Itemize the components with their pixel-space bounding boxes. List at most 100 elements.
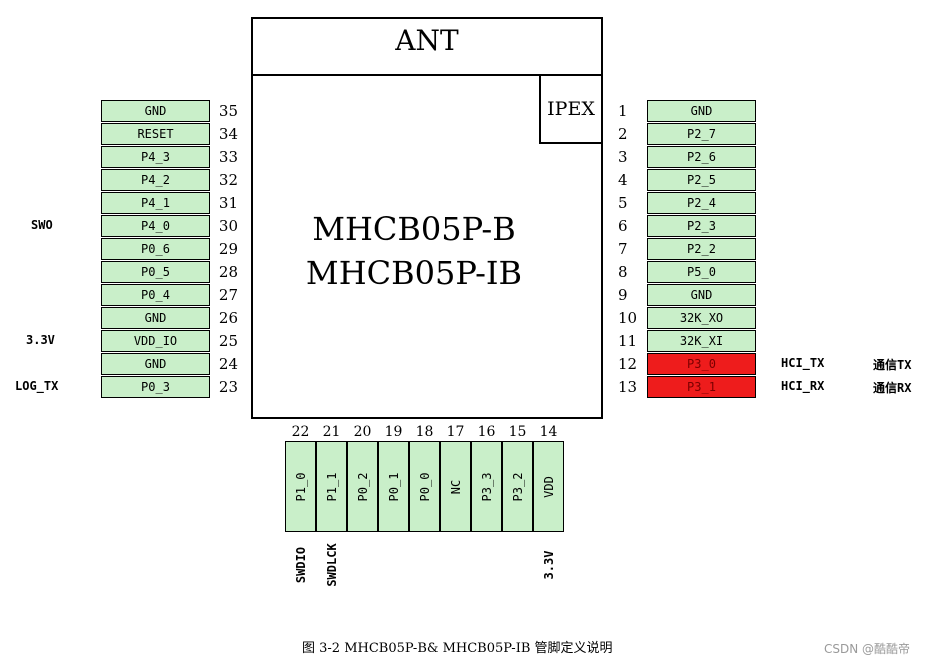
pin-number: 31	[218, 194, 238, 212]
pin-number: 14	[539, 424, 558, 440]
pin-label: P0_3	[101, 376, 210, 398]
pin-number: 18	[415, 424, 434, 440]
pin-label-text: VDD	[541, 475, 556, 498]
pin-label: 32K_XO	[647, 307, 756, 329]
pin-label: NC	[440, 441, 471, 532]
pin-number: 8	[618, 263, 628, 281]
pin-number: 5	[618, 194, 628, 212]
pin-number: 30	[218, 217, 238, 235]
pin-label: P3_3	[471, 441, 502, 532]
pin-label: VDD_IO	[101, 330, 210, 352]
pin-number: 9	[618, 286, 628, 304]
pin-label: P3_1	[647, 376, 756, 398]
pin-number: 28	[218, 263, 238, 281]
pin-number: 22	[291, 424, 310, 440]
pin-label: P0_2	[347, 441, 378, 532]
pin-note: 3.3V	[533, 537, 564, 593]
pin-number: 23	[218, 378, 238, 396]
watermark: CSDN @酷酷帝	[824, 642, 911, 656]
pin-label-text: P0_0	[417, 472, 432, 501]
pin-note: HCI_RX	[781, 379, 825, 393]
pin-note-cn: 通信TX	[873, 358, 912, 372]
pin-label: P4_0	[101, 215, 210, 237]
pin-label: P1_1	[316, 441, 347, 532]
pin-label: P0_6	[101, 238, 210, 260]
pin-number: 35	[218, 102, 238, 120]
pin-number: 32	[218, 171, 238, 189]
pin-number: 27	[218, 286, 238, 304]
pin-note: HCI_TX	[781, 356, 825, 370]
pin-label: P0_1	[378, 441, 409, 532]
pin-number: 2	[618, 125, 628, 143]
ipex-label: IPEX	[547, 98, 595, 120]
pin-label-text: NC	[448, 479, 463, 494]
pin-note-cn: 通信RX	[873, 381, 912, 395]
pin-label-text: P3_3	[479, 472, 494, 501]
pin-label: P4_2	[101, 169, 210, 191]
figure-caption: 图 3-2 MHCB05P-B& MHCB05P-IB 管脚定义说明	[302, 641, 613, 656]
pin-number: 4	[618, 171, 628, 189]
pin-number: 19	[384, 424, 403, 440]
pin-label: P2_6	[647, 146, 756, 168]
antenna-divider	[251, 74, 603, 76]
pin-number: 29	[218, 240, 238, 258]
pin-label: GND	[101, 307, 210, 329]
pin-number: 16	[477, 424, 496, 440]
pin-note: SWO	[31, 218, 53, 232]
pin-label-text: P0_1	[386, 472, 401, 501]
pin-number: 11	[618, 332, 638, 350]
pin-label: P0_4	[101, 284, 210, 306]
pin-label: P2_5	[647, 169, 756, 191]
pin-number: 20	[353, 424, 372, 440]
pin-label-text: P0_2	[355, 472, 370, 501]
pin-label: RESET	[101, 123, 210, 145]
module-name-line1: MHCB05P-B	[312, 210, 516, 248]
pin-label-text: P3_2	[510, 472, 525, 501]
pin-number: 26	[218, 309, 238, 327]
pin-label: P0_0	[409, 441, 440, 532]
ipex-connector: IPEX	[539, 74, 603, 144]
pin-number: 6	[618, 217, 628, 235]
pin-label-text: P1_1	[324, 472, 339, 501]
pin-number: 15	[508, 424, 527, 440]
pin-number: 33	[218, 148, 238, 166]
pin-label: GND	[647, 100, 756, 122]
pin-label: P2_4	[647, 192, 756, 214]
pin-number: 25	[218, 332, 238, 350]
pin-label: P3_2	[502, 441, 533, 532]
pin-label: P5_0	[647, 261, 756, 283]
pin-label: P2_2	[647, 238, 756, 260]
pin-note: LOG_TX	[15, 379, 59, 393]
pin-label: P4_3	[101, 146, 210, 168]
pin-number: 34	[218, 125, 238, 143]
pin-note: 3.3V	[26, 333, 55, 347]
pin-label: P0_5	[101, 261, 210, 283]
pin-label: 32K_XI	[647, 330, 756, 352]
antenna-label: ANT	[395, 24, 459, 57]
pin-number: 13	[618, 378, 638, 396]
pin-label: GND	[101, 353, 210, 375]
pin-note: SWDLCK	[316, 537, 347, 593]
pin-note-text: SWDLCK	[324, 543, 339, 587]
pin-label: GND	[647, 284, 756, 306]
pin-label-text: P1_0	[293, 472, 308, 501]
pin-note: SWDIO	[285, 537, 316, 593]
pin-number: 1	[618, 102, 628, 120]
pin-number: 24	[218, 355, 238, 373]
pin-number: 3	[618, 148, 628, 166]
pin-number: 17	[446, 424, 465, 440]
pin-number: 7	[618, 240, 628, 258]
pin-number: 10	[618, 309, 638, 327]
pin-label: P3_0	[647, 353, 756, 375]
pin-label: P4_1	[101, 192, 210, 214]
module-name-line2: MHCB05P-IB	[305, 254, 523, 292]
pin-label: VDD	[533, 441, 564, 532]
pin-label: P2_3	[647, 215, 756, 237]
pin-number: 12	[618, 355, 638, 373]
pin-note-text: SWDIO	[293, 546, 308, 584]
pin-note-text: 3.3V	[541, 550, 556, 580]
pin-label: P2_7	[647, 123, 756, 145]
pin-label: P1_0	[285, 441, 316, 532]
pin-label: GND	[101, 100, 210, 122]
pin-number: 21	[322, 424, 341, 440]
